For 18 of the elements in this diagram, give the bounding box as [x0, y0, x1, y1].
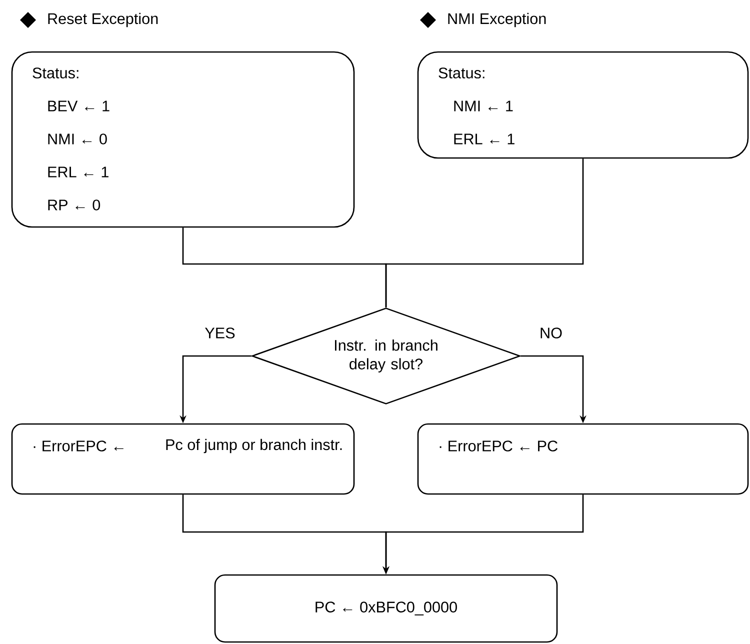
box-text: · ErrorEPC ←: [34, 440, 124, 452]
edge-label: NO: [538, 326, 564, 340]
decision-text: Instr. in branch delay slot?: [335, 340, 438, 372]
box-text: NMI ← 1: [454, 100, 513, 112]
connector: [385, 158, 584, 308]
box-text: BEV ← 1: [48, 100, 110, 112]
box-text: NMI ← 0: [48, 134, 107, 144]
edge-label: YES: [203, 326, 237, 340]
heading: NMI Exception: [448, 12, 546, 28]
box-text: ERL ← 1: [48, 166, 108, 178]
heading: Reset Exception: [48, 12, 158, 28]
box-text: Status:: [438, 68, 484, 78]
box-text: PC ← 0xBFC0_0000: [316, 602, 457, 616]
box-text: · ErrorEPC ← PC: [440, 440, 558, 452]
box-text: Status:: [32, 68, 78, 78]
box-text: ERL ← 1: [454, 134, 514, 144]
box-text: Pc of jump or branch instr.: [166, 438, 342, 454]
box-text: RP ← 0: [48, 200, 100, 210]
